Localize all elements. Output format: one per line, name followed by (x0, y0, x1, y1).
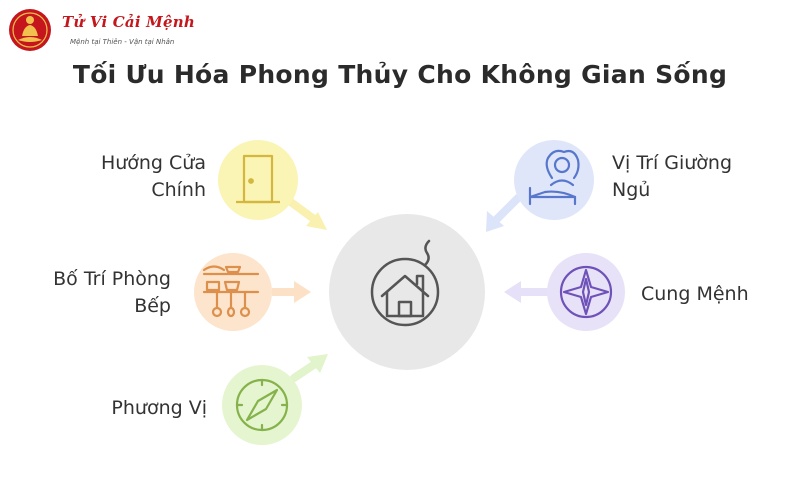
factor-circle (547, 253, 625, 331)
brand-tagline: Mệnh tại Thiên - Vận tại Nhân (70, 38, 175, 46)
label-kitchen: Bố Trí Phòng Bếp (53, 266, 171, 320)
central-hub (329, 214, 485, 370)
compass-rose-icon (559, 265, 613, 319)
label-line: Cung Mệnh (641, 283, 749, 305)
label-line: Phương Vị (111, 397, 207, 419)
label-bed: Vị Trí Giường Ngủ (612, 150, 732, 204)
factor-destiny[interactable] (547, 253, 625, 331)
brand-logo[interactable]: Tử Vi Cải Mệnh Mệnh tại Thiên - Vận tại … (6, 6, 206, 54)
label-line: Ngủ (612, 179, 651, 201)
factor-circle (218, 140, 298, 220)
factor-kitchen[interactable] (194, 253, 272, 331)
label-line: Vị Trí Giường (612, 152, 733, 174)
label-line: Hướng Cửa (100, 152, 206, 174)
arrow-direction (290, 354, 328, 382)
bed-person-icon (528, 149, 580, 206)
arrow-bed (486, 194, 522, 232)
label-direction: Phương Vị (111, 395, 207, 422)
arrow-kitchen (272, 281, 311, 303)
factor-main-door[interactable] (218, 140, 298, 220)
label-line: Bếp (134, 295, 171, 317)
factor-circle (222, 365, 302, 445)
factor-bed[interactable] (514, 140, 594, 220)
compass-icon (235, 378, 289, 432)
label-destiny: Cung Mệnh (641, 281, 749, 308)
buddha-logo-icon (9, 9, 51, 51)
kitchen-shelf-icon (202, 265, 260, 318)
arrow-main-door (284, 196, 327, 230)
label-main-door: Hướng Cửa Chính (101, 150, 206, 204)
door-icon (236, 154, 280, 204)
label-line: Bố Trí Phòng (53, 268, 171, 290)
hub-circle (329, 214, 485, 370)
brand-title: Tử Vi Cải Mệnh (62, 13, 195, 31)
label-line: Chính (151, 179, 206, 201)
arrow-destiny (504, 281, 548, 303)
factor-direction[interactable] (222, 365, 302, 445)
page-title: Tối Ưu Hóa Phong Thủy Cho Không Gian Sốn… (72, 60, 728, 89)
house-icon (370, 239, 440, 327)
